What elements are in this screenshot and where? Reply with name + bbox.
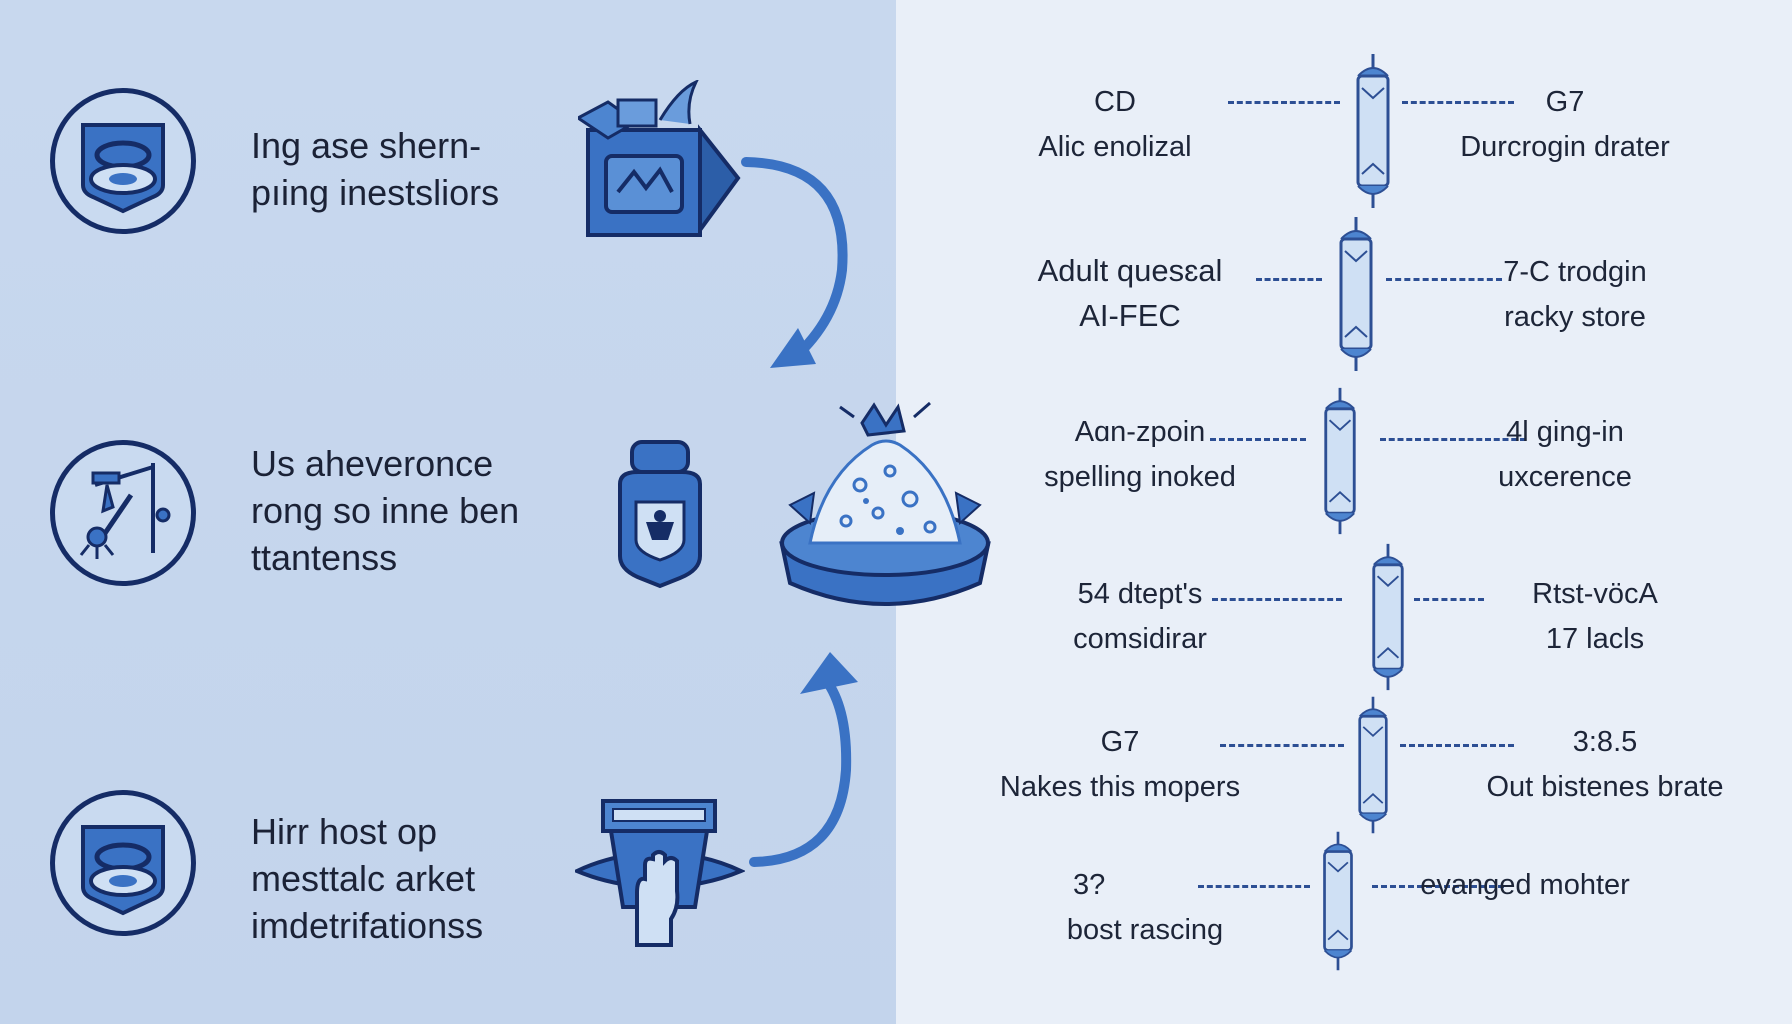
step-line: mesttalc arket xyxy=(251,858,476,899)
row-right-label: 3:8.5 Out bistenes brate xyxy=(1455,720,1755,810)
connector-line xyxy=(1386,278,1502,281)
connector-line xyxy=(1256,278,1322,281)
connector-line xyxy=(1414,598,1484,601)
label-line: Aɑn-zpoin xyxy=(1074,416,1206,448)
row-left-label: Adult quesɛal AI-FEC xyxy=(1010,248,1250,338)
box-icon xyxy=(578,80,741,237)
row-right-label: Rtst-vöcA 17 lacls xyxy=(1495,572,1695,662)
connector-line xyxy=(1210,438,1306,441)
tube-icon xyxy=(1324,387,1356,535)
row-right-label: 7-C trodgin racky store xyxy=(1460,250,1690,340)
step-line: imdetrifationss xyxy=(251,905,484,946)
step-line: rong so inne ben xyxy=(251,490,520,531)
step-text: Ing ase shern- pıing inestsliors xyxy=(251,122,499,216)
label-line: 17 lacls xyxy=(1545,623,1645,655)
step-line: ttantenss xyxy=(251,537,398,578)
arrow-down-icon xyxy=(741,157,848,368)
label-line: spelling inoked xyxy=(1044,461,1236,493)
jar-icon xyxy=(618,440,702,589)
row-left-label: Aɑn-zpoin spelling inoked xyxy=(1020,410,1260,500)
tube-icon xyxy=(1358,696,1388,834)
connector-line xyxy=(1400,744,1514,747)
label-line: Alic enolizal xyxy=(1038,131,1192,163)
label-line: G7 xyxy=(1545,86,1585,118)
hand-device-icon xyxy=(575,799,745,947)
label-line: 3:8.5 xyxy=(1572,726,1638,758)
row-left-label: 54 dtept's comsidirar xyxy=(1040,572,1240,662)
step-line: Us aheveronce xyxy=(251,443,494,484)
label-line: G7 xyxy=(1100,726,1140,758)
label-line: Out bistenes brate xyxy=(1486,771,1724,803)
row-left-label: G7 Nakes this mopers xyxy=(975,720,1265,810)
tool-icon xyxy=(50,440,196,586)
label-line: Durcrogin drater xyxy=(1460,131,1670,163)
tube-icon xyxy=(1356,54,1390,208)
step-line: Hirr host op xyxy=(251,811,438,852)
label-line: bost rascing xyxy=(1066,914,1224,946)
connector-line xyxy=(1380,438,1526,441)
target-icon xyxy=(50,790,196,936)
connector-line xyxy=(1402,101,1514,104)
label-line: 4l ging-in xyxy=(1506,416,1624,448)
step-line: pıing inestsliors xyxy=(251,172,500,213)
tube-icon xyxy=(1323,831,1353,971)
label-line: evanged mohter xyxy=(1420,869,1630,901)
target-icon xyxy=(50,88,196,234)
label-line: Adult quesɛal xyxy=(1037,253,1223,288)
arrow-up-icon xyxy=(749,652,858,867)
label-line: 3? xyxy=(1073,869,1106,901)
label-line: uxcerence xyxy=(1498,461,1632,493)
label-line: CD xyxy=(1094,86,1136,118)
row-left-label: 3? bost rascing xyxy=(1055,863,1235,953)
step-line: Ing ase shern- xyxy=(251,125,482,166)
label-line: Nakes this mopers xyxy=(999,771,1241,803)
label-line: AI-FEC xyxy=(1079,298,1181,333)
label-line: 54 dtept's xyxy=(1077,578,1203,610)
label-line: Rtst-vöcA xyxy=(1532,578,1658,610)
tube-icon xyxy=(1372,543,1404,691)
connector-line xyxy=(1372,885,1504,888)
row-right-label: G7 Durcrogin drater xyxy=(1430,80,1700,170)
label-line: racky store xyxy=(1504,301,1646,333)
connector-line xyxy=(1198,885,1310,888)
step-text: Us aheveronce rong so inne ben ttantenss xyxy=(251,440,519,581)
tube-icon xyxy=(1339,217,1373,371)
connector-line xyxy=(1228,101,1340,104)
pot-icon xyxy=(779,401,991,606)
row-right-label: evanged mohter xyxy=(1400,863,1650,908)
label-line: comsidirar xyxy=(1073,623,1207,655)
row-left-label: CD Alic enolizal xyxy=(1025,80,1205,170)
row-right-label: 4l ging-in uxcerence xyxy=(1460,410,1670,500)
connector-line xyxy=(1220,744,1344,747)
label-line: 7-C trodgin xyxy=(1503,256,1647,288)
step-text: Hirr host op mesttalc arket imdetrifatio… xyxy=(251,808,483,949)
connector-line xyxy=(1212,598,1342,601)
